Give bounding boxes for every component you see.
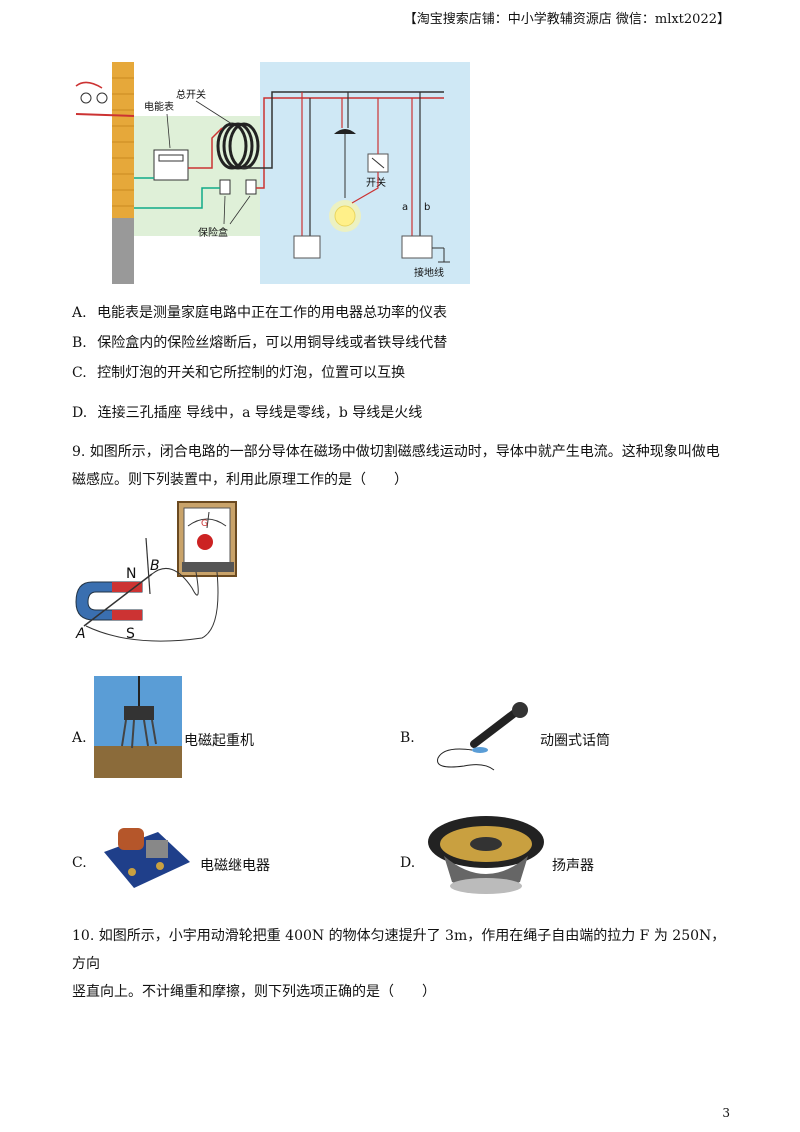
option-letter: B. (72, 335, 87, 351)
q9-option-b-letter: B. (400, 730, 415, 746)
dynamic-microphone-image (424, 700, 536, 772)
household-circuit-figure: 电能表 总开关 保险盒 开关 (72, 58, 472, 288)
wire-b-label: b (424, 202, 430, 213)
switch-label: 开关 (366, 176, 386, 189)
q8-option-d: D. 连接三孔插座 导线中，a 导线是零线，b 导线是火线 (72, 402, 422, 422)
magnet-s-label: S (126, 626, 135, 642)
option-text: 保险盒内的保险丝熔断后，可以用铜导线或者铁导线代替 (97, 335, 448, 351)
question-10: 10. 如图所示，小宇用动滑轮把重 400N 的物体匀速提升了 3m，作用在绳子… (72, 922, 732, 1006)
electromagnetic-crane-image (94, 676, 182, 778)
electromagnetic-relay-image (98, 812, 194, 894)
question-9: 9. 如图所示，闭合电路的一部分导体在磁场中做切割磁感线运动时，导体中就产生电流… (72, 438, 732, 494)
q8-option-a: A. 电能表是测量家庭电路中正在工作的用电器总功率的仪表 (72, 302, 447, 322)
question-10-line-2: 竖直向上。不计绳重和摩擦，则下列选项正确的是（ ） (72, 984, 436, 1000)
option-letter: D. (72, 405, 88, 421)
q9-option-c-letter: C. (72, 855, 87, 871)
q9-option-c-text: 电磁继电器 (200, 858, 270, 874)
option-text: 连接三孔插座 导线中，a 导线是零线，b 导线是火线 (97, 405, 423, 421)
option-letter: A. (72, 305, 87, 321)
fuse-label: 保险盒 (198, 226, 228, 239)
option-text: 控制灯泡的开关和它所控制的灯泡，位置可以互换 (97, 365, 406, 381)
q9-option-b-text: 动圈式话筒 (540, 733, 610, 749)
galvanometer-g-label: G (201, 519, 208, 529)
page-number: 3 (722, 1106, 730, 1120)
q9-option-a-text: 电磁起重机 (184, 733, 254, 749)
q9-option-d-letter: D. (400, 855, 416, 871)
q8-option-c: C. 控制灯泡的开关和它所控制的灯泡，位置可以互换 (72, 362, 405, 382)
main-switch-label: 总开关 (176, 88, 206, 101)
q9-option-a-letter: A. (72, 730, 87, 746)
meter-label: 电能表 (144, 100, 174, 113)
page-header: 【淘宝搜索店铺：中小学教辅资源店 微信：mlxt2022】 (403, 12, 730, 27)
speaker-image (424, 812, 548, 896)
option-letter: C. (72, 365, 87, 381)
magnet-n-label: N (126, 566, 136, 582)
q9-option-d-text: 扬声器 (552, 858, 594, 874)
wire-a-label: a (402, 202, 408, 213)
question-9-line-1: 9. 如图所示，闭合电路的一部分导体在磁场中做切割磁感线运动时，导体中就产生电流… (72, 444, 720, 460)
option-text: 电能表是测量家庭电路中正在工作的用电器总功率的仪表 (97, 305, 448, 321)
question-10-line-1: 10. 如图所示，小宇用动滑轮把重 400N 的物体匀速提升了 3m，作用在绳子… (72, 928, 726, 972)
q8-option-b: B. 保险盒内的保险丝熔断后，可以用铜导线或者铁导线代替 (72, 332, 447, 352)
induction-figure: G N S B A (72, 498, 252, 648)
ground-label: 接地线 (414, 266, 444, 279)
conductor-b-label: B (150, 558, 160, 574)
conductor-a-label: A (75, 626, 86, 642)
question-9-line-2: 磁感应。则下列装置中，利用此原理工作的是（ ） (72, 472, 408, 488)
